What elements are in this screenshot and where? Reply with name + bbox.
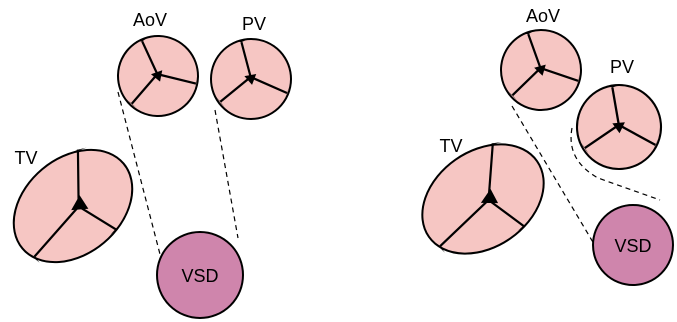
panel-right: VSD AoV PV TV xyxy=(400,6,674,286)
projection-line xyxy=(117,91,163,263)
pv-label: PV xyxy=(610,57,634,77)
aov-label: AoV xyxy=(133,10,167,30)
vsd-circle: VSD xyxy=(156,231,244,319)
tv-label: TV xyxy=(439,136,462,156)
pulmonary-valve: PV xyxy=(203,14,299,127)
tricuspid-valve: TV xyxy=(400,120,566,278)
vsd-label: VSD xyxy=(181,266,218,286)
vsd-circle: VSD xyxy=(592,204,674,286)
panel-left: VSD AoV PV TV xyxy=(0,10,299,319)
tricuspid-valve: TV xyxy=(0,125,156,287)
aortic-valve: AoV xyxy=(490,6,592,121)
pulmonary-valve: PV xyxy=(572,57,666,174)
pv-label: PV xyxy=(242,14,266,34)
projection-line xyxy=(511,105,601,255)
vsd-label: VSD xyxy=(614,236,651,256)
aov-label: AoV xyxy=(526,6,560,26)
aortic-valve: AoV xyxy=(105,10,211,129)
tv-label: TV xyxy=(14,148,37,168)
projection-line xyxy=(214,109,239,239)
